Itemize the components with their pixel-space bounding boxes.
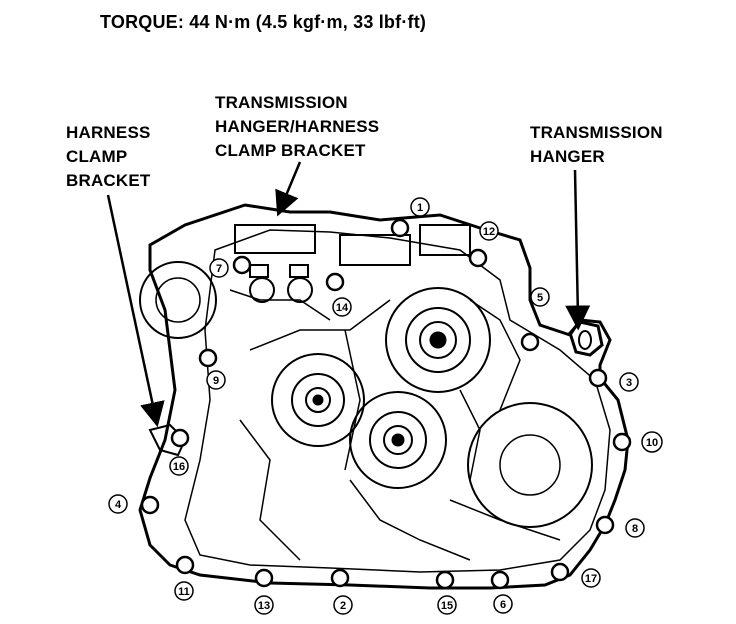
callout-7: 7 — [209, 258, 229, 278]
harness-clamp-leader — [106, 194, 165, 428]
svg-text:17: 17 — [585, 573, 597, 585]
svg-text:1: 1 — [417, 202, 423, 214]
bolt-callouts: 1 2 3 4 5 6 7 8 9 10 11 12 13 14 15 16 1… — [108, 197, 663, 615]
callout-15: 15 — [437, 595, 457, 615]
callout-11: 11 — [174, 581, 194, 601]
callout-4: 4 — [108, 494, 128, 514]
callout-17: 17 — [581, 568, 601, 588]
callout-5: 5 — [530, 287, 550, 307]
callout-3: 3 — [619, 372, 639, 392]
counter-shaft — [271, 353, 365, 447]
callout-13: 13 — [254, 595, 274, 615]
svg-text:3: 3 — [626, 377, 632, 389]
svg-text:15: 15 — [441, 600, 453, 612]
callout-10: 10 — [641, 431, 663, 453]
torque-spec: TORQUE: 44 N·m (4.5 kgf·m, 33 lbf·ft) — [100, 12, 427, 32]
svg-text:14: 14 — [336, 302, 349, 314]
harness-clamp-bracket-label: HARNESS CLAMP BRACKET — [66, 123, 151, 190]
transmission-hanger-label: TRANSMISSION HANGER — [530, 123, 663, 166]
trans-hanger-harness-leader — [275, 161, 302, 217]
bolt-heads — [140, 218, 632, 590]
callout-1: 1 — [410, 197, 430, 217]
callout-12: 12 — [479, 221, 499, 241]
svg-text:8: 8 — [632, 523, 638, 535]
svg-text:5: 5 — [537, 292, 543, 304]
secondary-shaft — [349, 391, 447, 489]
svg-text:2: 2 — [340, 600, 346, 612]
callout-9: 9 — [206, 370, 226, 390]
callout-14: 14 — [332, 297, 352, 317]
svg-text:11: 11 — [178, 586, 190, 598]
transmission-hanger-harness-clamp-label: TRANSMISSION HANGER/HARNESS CLAMP BRACKE… — [215, 93, 380, 160]
svg-text:13: 13 — [258, 600, 270, 612]
svg-text:12: 12 — [483, 226, 495, 238]
svg-text:4: 4 — [115, 499, 122, 511]
svg-text:10: 10 — [646, 437, 658, 449]
svg-text:9: 9 — [213, 375, 219, 387]
trans-hanger-leader — [565, 169, 591, 331]
callout-6: 6 — [493, 594, 513, 614]
main-shaft — [385, 287, 491, 393]
differential — [467, 402, 593, 528]
callout-16: 16 — [169, 456, 189, 476]
svg-text:16: 16 — [173, 461, 185, 473]
svg-text:6: 6 — [500, 599, 506, 611]
svg-text:7: 7 — [216, 263, 222, 275]
callout-2: 2 — [333, 595, 353, 615]
callout-8: 8 — [625, 518, 645, 538]
